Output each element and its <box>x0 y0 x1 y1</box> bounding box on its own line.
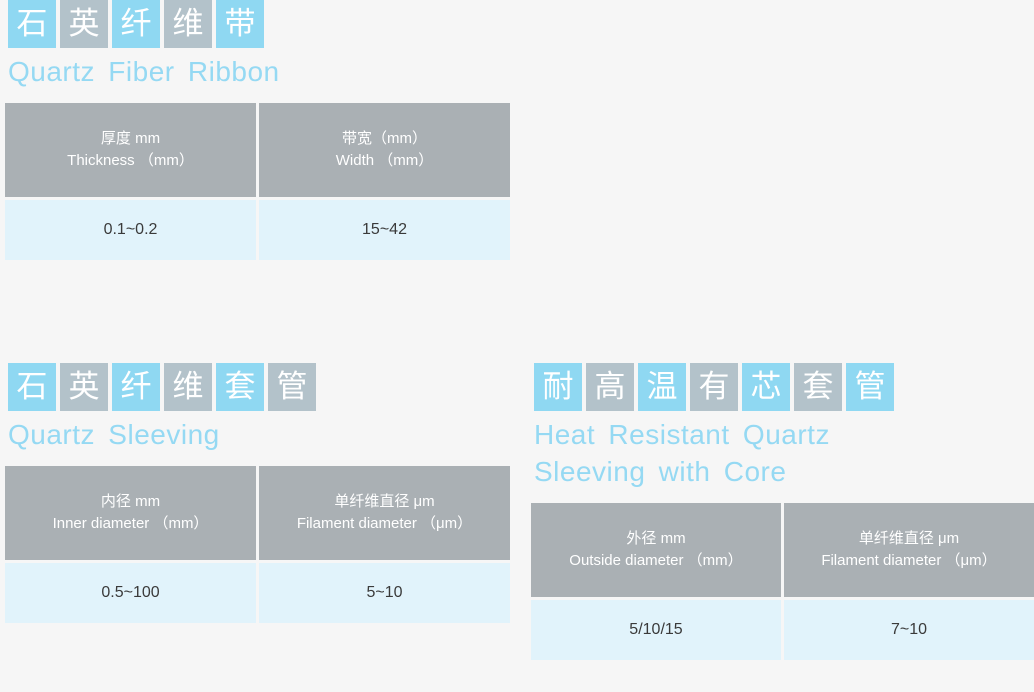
spec-column: 单纤维直径 μm Filament diameter （μm） 5~10 <box>259 466 510 623</box>
title-tile-char: 维 <box>164 363 212 411</box>
spec-header-cn: 厚度 mm <box>100 130 161 147</box>
spec-value-cell: 0.5~100 <box>5 563 256 623</box>
spec-table: 外径 mm Outside diameter （mm） 5/10/15 单纤维直… <box>526 503 1034 660</box>
section-quartz-sleeving: 石 英 纤 维 套 管 Quartz Sleeving 内径 mm Inner … <box>0 363 510 623</box>
title-tile-char: 芯 <box>742 363 790 411</box>
title-tile-char: 管 <box>846 363 894 411</box>
title-tile-char: 管 <box>268 363 316 411</box>
title-tile-char: 套 <box>794 363 842 411</box>
title-tile-char: 带 <box>216 0 264 48</box>
spec-table: 厚度 mm Thickness （mm） 0.1~0.2 带宽（mm） Widt… <box>0 103 510 260</box>
spec-header-cn: 外径 mm <box>626 530 686 547</box>
spec-column-header: 单纤维直径 μm Filament diameter （μm） <box>784 503 1034 597</box>
spec-column: 厚度 mm Thickness （mm） 0.1~0.2 <box>5 103 256 260</box>
title-tile-char: 有 <box>690 363 738 411</box>
title-tile-char: 温 <box>638 363 686 411</box>
title-tile-char: 套 <box>216 363 264 411</box>
spec-header-cn: 单纤维直径 μm <box>334 493 435 510</box>
title-tile-char: 维 <box>164 0 212 48</box>
spec-value-cell: 0.1~0.2 <box>5 200 256 260</box>
title-tile-char: 高 <box>586 363 634 411</box>
spec-header-en: Outside diameter （mm） <box>569 552 743 569</box>
title-tile-char: 石 <box>8 363 56 411</box>
spec-column: 单纤维直径 μm Filament diameter （μm） 7~10 <box>784 503 1034 660</box>
spec-column: 带宽（mm） Width （mm） 15~42 <box>259 103 510 260</box>
spec-value-cell: 5/10/15 <box>531 600 781 660</box>
title-tile-char: 耐 <box>534 363 582 411</box>
spec-column: 内径 mm Inner diameter （mm） 0.5~100 <box>5 466 256 623</box>
section-heading: 耐 高 温 有 芯 套 管 Heat Resistant Quartz Slee… <box>526 363 1034 490</box>
spec-header-en: Filament diameter （μm） <box>296 515 473 532</box>
title-tiles-cn: 石 英 纤 维 套 管 <box>8 363 510 411</box>
title-tile-char: 纤 <box>112 363 160 411</box>
spec-header-en: Filament diameter （μm） <box>821 552 997 569</box>
spec-column-header: 厚度 mm Thickness （mm） <box>5 103 256 197</box>
title-tile-char: 石 <box>8 0 56 48</box>
spec-column-header: 外径 mm Outside diameter （mm） <box>531 503 781 597</box>
spec-column-header: 带宽（mm） Width （mm） <box>259 103 510 197</box>
spec-column-header: 单纤维直径 μm Filament diameter （μm） <box>259 466 510 560</box>
section-title-english: Quartz Fiber Ribbon <box>8 56 280 87</box>
section-heading: 石 英 纤 维 套 管 Quartz Sleeving <box>0 363 510 453</box>
title-tile-char: 英 <box>60 363 108 411</box>
spec-header-cn: 单纤维直径 μm <box>858 530 960 547</box>
spec-header-cn: 带宽（mm） <box>342 130 427 147</box>
spec-value-cell: 15~42 <box>259 200 510 260</box>
spec-header-en: Thickness （mm） <box>67 152 194 169</box>
section-title-english: Quartz Sleeving <box>8 419 220 450</box>
title-tile-char: 英 <box>60 0 108 48</box>
title-tiles-cn: 石 英 纤 维 带 <box>8 0 510 48</box>
title-tiles-cn: 耐 高 温 有 芯 套 管 <box>534 363 1034 411</box>
spec-value-cell: 7~10 <box>784 600 1034 660</box>
spec-header-en: Width （mm） <box>335 152 434 169</box>
spec-header-en: Inner diameter （mm） <box>52 515 209 532</box>
spec-header-cn: 内径 mm <box>100 493 161 510</box>
section-heat-resistant-quartz-sleeving-with-core: 耐 高 温 有 芯 套 管 Heat Resistant Quartz Slee… <box>526 363 1034 660</box>
section-quartz-fiber-ribbon: 石 英 纤 维 带 Quartz Fiber Ribbon 厚度 mm Thic… <box>0 0 510 260</box>
spec-table: 内径 mm Inner diameter （mm） 0.5~100 单纤维直径 … <box>0 466 510 623</box>
title-tile-char: 纤 <box>112 0 160 48</box>
spec-value-cell: 5~10 <box>259 563 510 623</box>
spec-column-header: 内径 mm Inner diameter （mm） <box>5 466 256 560</box>
section-heading: 石 英 纤 维 带 Quartz Fiber Ribbon <box>0 0 510 90</box>
spec-column: 外径 mm Outside diameter （mm） 5/10/15 <box>531 503 781 660</box>
section-title-english: Heat Resistant Quartz Sleeving with Core <box>534 419 830 487</box>
